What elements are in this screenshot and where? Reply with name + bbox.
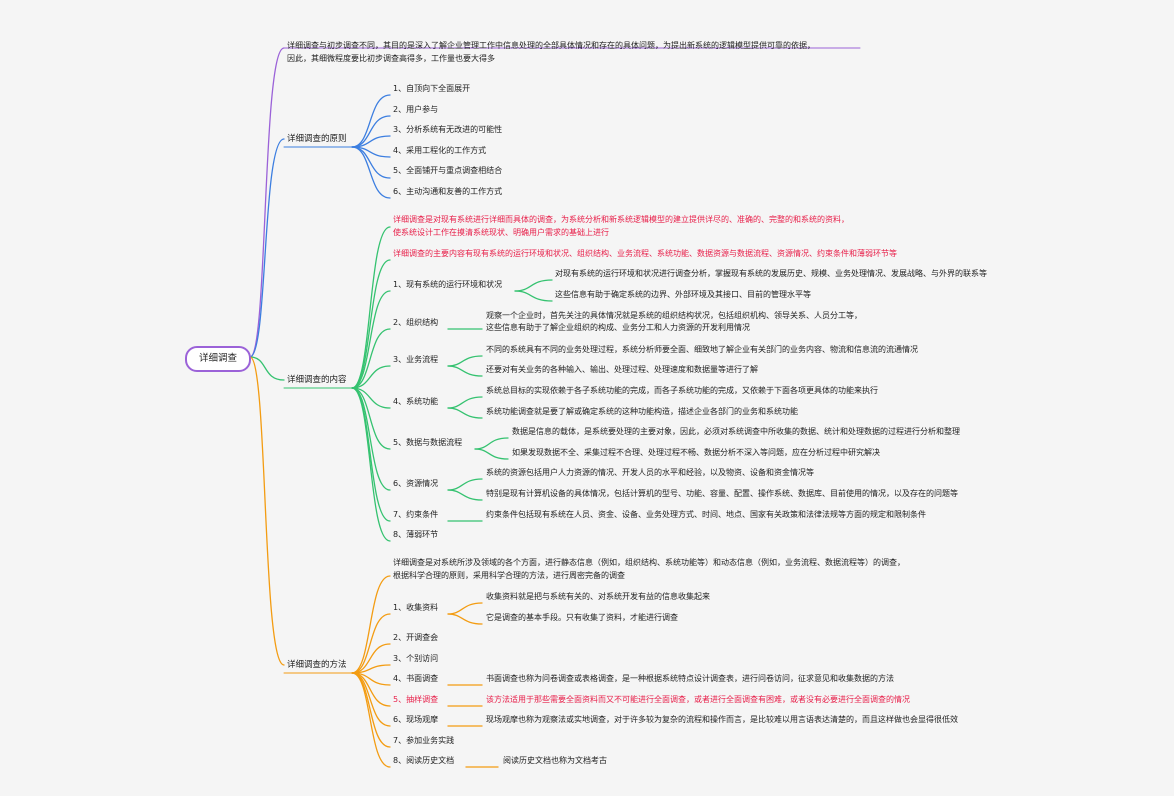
principle-item[interactable]: 3、分析系统有无改进的可能性 [393, 125, 503, 134]
methods-sample-node[interactable]: 5、抽样调查 [393, 695, 439, 704]
content-cons-node[interactable]: 7、约束条件 [393, 510, 439, 519]
root-node[interactable]: 详细调查 [185, 346, 251, 372]
content-data-detail[interactable]: 数据是信息的载体，是系统要处理的主要对象，因此，必须对系统调查中所收集的数据、统… [512, 427, 960, 436]
content-res-detail[interactable]: 系统的资源包括用户人力资源的情况、开发人员的水平和经验，以及物资、设备和资金情况… [486, 468, 814, 477]
principle-item[interactable]: 2、用户参与 [393, 105, 439, 114]
content-env-detail[interactable]: 对现有系统的运行环境和状况进行调查分析，掌握现有系统的发展历史、规模、业务处理情… [555, 269, 987, 278]
content-org-detail-line-2[interactable]: 这些信息有助于了解企业组织的构成、业务分工和人力资源的开发利用情况 [486, 323, 750, 332]
content-env-detail[interactable]: 这些信息有助于确定系统的边界、外部环境及其接口、目前的管理水平等 [555, 290, 811, 299]
content-cons-detail[interactable]: 约束条件包括现有系统在人员、资金、设备、业务处理方式、时间、地点、国家有关政策和… [486, 510, 926, 519]
content-weak-node[interactable]: 8、薄弱环节 [393, 530, 439, 539]
methods-visit-node[interactable]: 3、个别访问 [393, 654, 439, 663]
methods-node[interactable]: 详细调查的方法 [287, 660, 347, 670]
methods-practice-node[interactable]: 7、参加业务实践 [393, 736, 455, 745]
content-env-node[interactable]: 1、现有系统的运行环境和状况 [393, 280, 503, 289]
methods-desc-line-1[interactable]: 详细调查是对系统所涉及领域的各个方面，进行静态信息（例如，组织结构、系统功能等）… [393, 558, 905, 567]
methods-sample-detail[interactable]: 该方法适用于那些需要全面资料而又不可能进行全面调查，或者进行全面调查有困难，或者… [486, 695, 910, 704]
content-desc-2[interactable]: 详细调查的主要内容有现有系统的运行环境和状况、组织结构、业务流程、系统功能、数据… [393, 249, 897, 258]
methods-history-detail[interactable]: 阅读历史文档也称为文档考古 [503, 756, 607, 765]
methods-written-detail[interactable]: 书面调查也称为问卷调查或表格调查，是一种根据系统特点设计调查表，进行问卷访问，征… [486, 674, 894, 683]
content-res-detail[interactable]: 特别是现有计算机设备的具体情况，包括计算机的型号、功能、容量、配置、操作系统、数… [486, 489, 958, 498]
content-org-detail-line-1[interactable]: 观察一个企业时，首先关注的具体情况就是系统的组织结构状况，包括组织机构、领导关系… [486, 311, 862, 320]
content-node[interactable]: 详细调查的内容 [287, 375, 347, 385]
content-desc-1-line-1[interactable]: 详细调查是对现有系统进行详细而具体的调查，为系统分析和新系统逻辑模型的建立提供详… [393, 215, 849, 224]
methods-observe-node[interactable]: 6、现场观摩 [393, 715, 439, 724]
methods-collect-detail[interactable]: 它是调查的基本手段。只有收集了资料，才能进行调查 [486, 613, 678, 622]
content-data-detail[interactable]: 如果发现数据不全、采集过程不合理、处理过程不畅、数据分析不深入等问题，应在分析过… [512, 448, 880, 457]
content-func-node[interactable]: 4、系统功能 [393, 397, 439, 406]
content-res-node[interactable]: 6、资源情况 [393, 479, 439, 488]
content-desc-1-line-2[interactable]: 使系统设计工作在摸清系统现状、明确用户需求的基础上进行 [393, 228, 609, 237]
methods-desc-line-2[interactable]: 根据科学合理的原则，采用科学合理的方法，进行周密完备的调查 [393, 571, 625, 580]
content-data-node[interactable]: 5、数据与数据流程 [393, 438, 463, 447]
content-func-detail[interactable]: 系统功能调查就是要了解或确定系统的这种功能构造，描述企业各部门的业务和系统功能 [486, 407, 798, 416]
principle-item[interactable]: 4、采用工程化的工作方式 [393, 146, 487, 155]
methods-meeting-node[interactable]: 2、开调查会 [393, 633, 439, 642]
methods-collect-node[interactable]: 1、收集资料 [393, 603, 439, 612]
principles-node[interactable]: 详细调查的原则 [287, 134, 347, 144]
intro-line-2: 因此，其细微程度要比初步调查高得多，工作量也要大得多 [287, 54, 495, 63]
principle-item[interactable]: 1、自顶向下全面展开 [393, 84, 471, 93]
principle-item[interactable]: 5、全面铺开与重点调查相结合 [393, 166, 503, 175]
content-flow-detail[interactable]: 不同的系统具有不同的业务处理过程，系统分析师要全面、细致地了解企业有关部门的业务… [486, 345, 918, 354]
content-flow-detail[interactable]: 还要对有关业务的各种输入、输出、处理过程、处理速度和数据量等进行了解 [486, 365, 758, 374]
methods-written-node[interactable]: 4、书面调查 [393, 674, 439, 683]
content-org-node[interactable]: 2、组织结构 [393, 318, 439, 327]
content-func-detail[interactable]: 系统总目标的实现依赖于各子系统功能的完成，而各子系统功能的完成，又依赖于下面各项… [486, 386, 878, 395]
methods-collect-detail[interactable]: 收集资料就是把与系统有关的、对系统开发有益的信息收集起来 [486, 592, 710, 601]
methods-history-node[interactable]: 8、阅读历史文档 [393, 756, 455, 765]
content-flow-node[interactable]: 3、业务流程 [393, 355, 439, 364]
methods-observe-detail[interactable]: 现场观摩也称为观察法或实地调查，对于许多较为复杂的流程和操作而言，是比较难以用言… [486, 715, 958, 724]
intro-line-1: 详细调查与初步调查不同，其目的是深入了解企业管理工作中信息处理的全部具体情况和存… [287, 41, 815, 50]
principle-item[interactable]: 6、主动沟通和友善的工作方式 [393, 187, 503, 196]
